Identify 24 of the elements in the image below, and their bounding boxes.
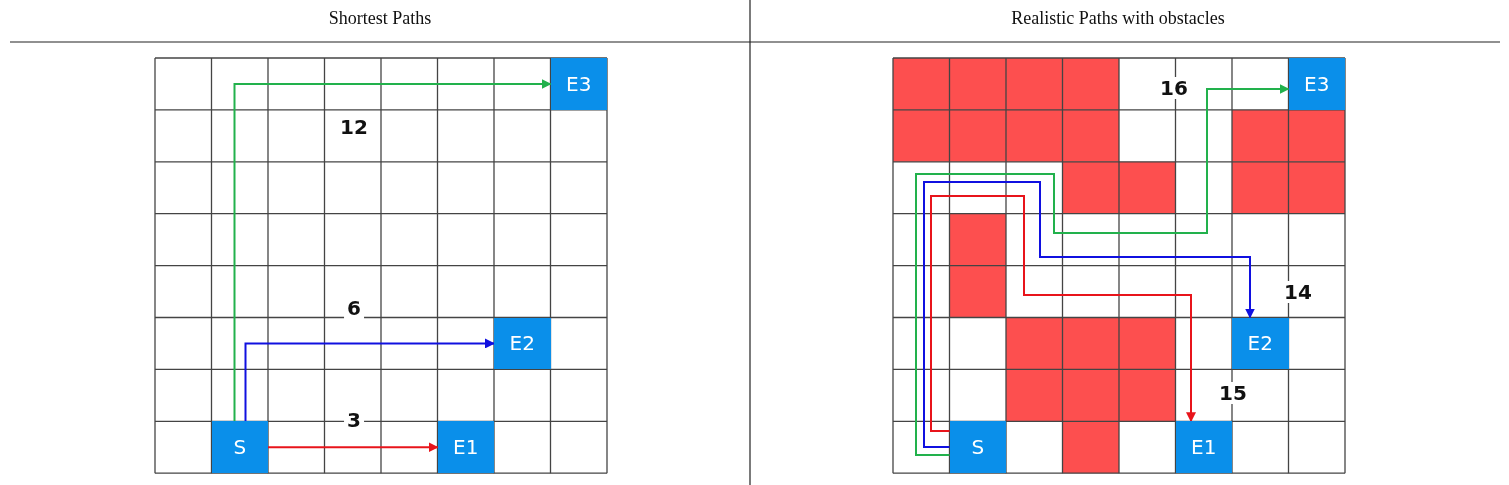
- cell-label: E3: [1304, 71, 1330, 96]
- endpoint-cell: [437, 421, 494, 474]
- cell-label: S: [971, 435, 985, 460]
- column-heading: Shortest Paths: [328, 8, 432, 29]
- endpoint-cell: [1232, 317, 1289, 370]
- cell-label: E1: [1191, 435, 1217, 460]
- cell-label: E1: [453, 435, 479, 460]
- cell-label: E2: [1247, 331, 1273, 356]
- cell-label: E2: [509, 331, 535, 356]
- endpoint-cell: [494, 317, 551, 370]
- path-arrow: [267, 442, 439, 453]
- cell-label: E3: [566, 71, 592, 96]
- endpoint-cell: [211, 421, 268, 474]
- column-heading: Realistic Paths with obstacles: [1011, 8, 1225, 29]
- path-arrow: [244, 338, 495, 423]
- path-arrow: [923, 181, 1255, 448]
- endpoint-cell: [550, 58, 607, 110]
- endpoint-cell: [1175, 421, 1232, 474]
- path-arrow: [915, 84, 1290, 456]
- endpoint-cell: [1288, 58, 1345, 110]
- endpoint-cell: [949, 421, 1006, 474]
- path-arrow: [930, 195, 1196, 432]
- path-arrow: [233, 78, 552, 423]
- cell-label: S: [233, 435, 247, 460]
